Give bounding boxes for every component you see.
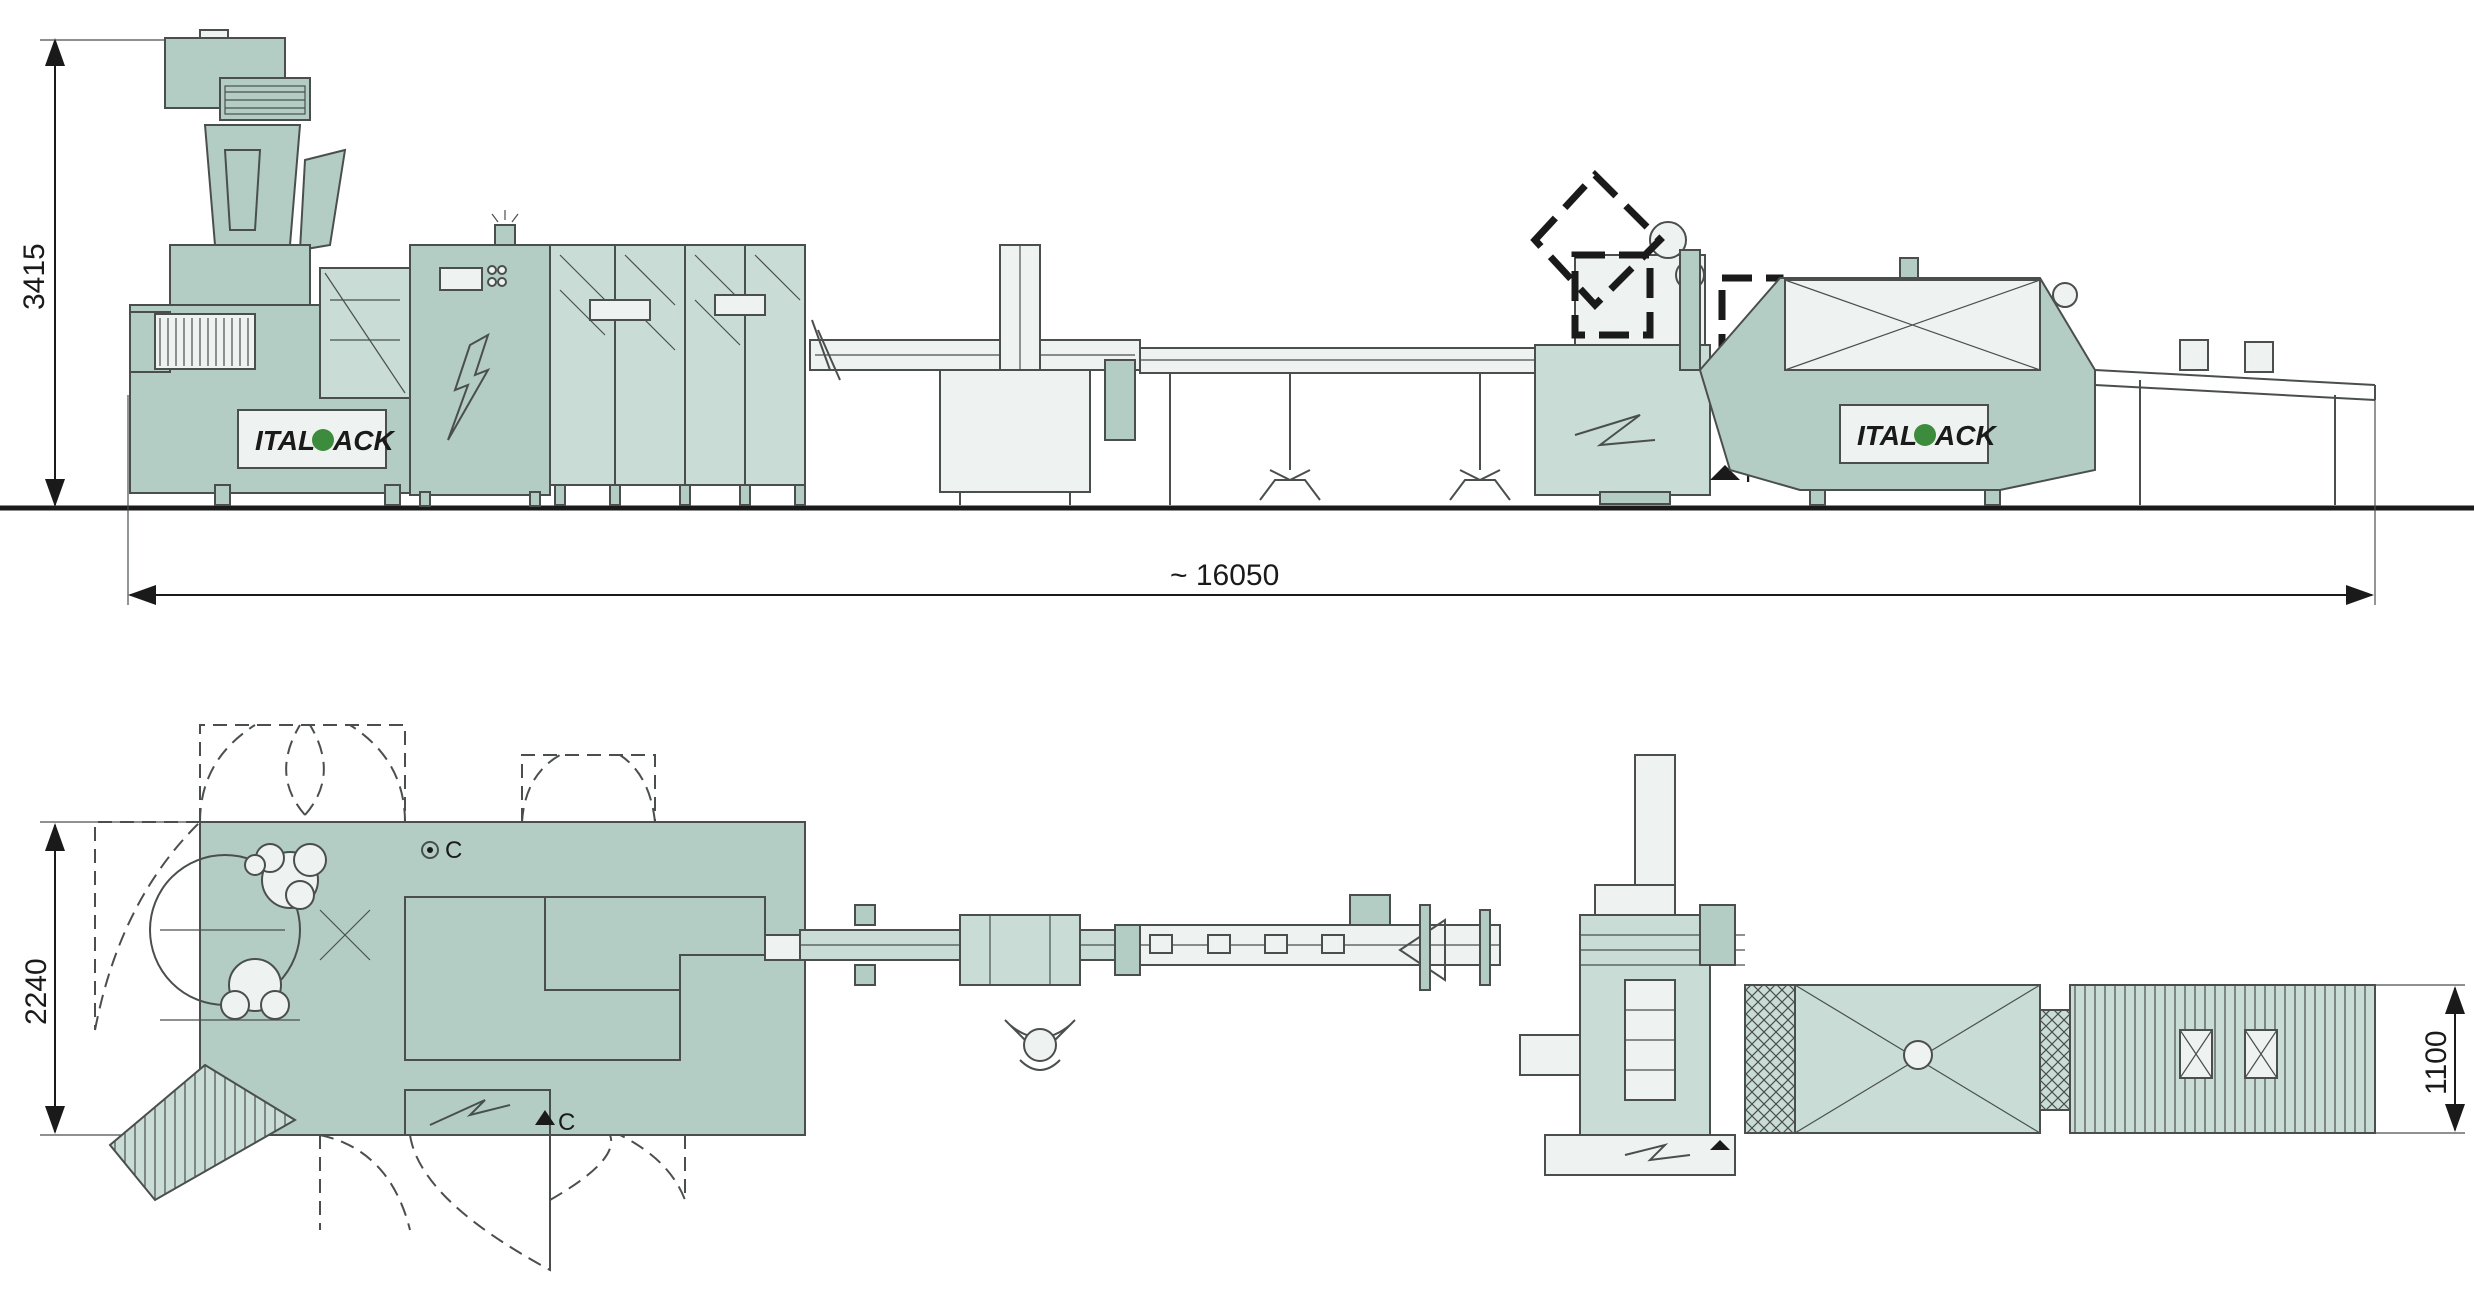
plan-width-label: 2240 (20, 958, 53, 1025)
plan-view: 2240 C C (20, 724, 2465, 1272)
outfeed-table (2052, 282, 2376, 505)
length-dimension: ~ 16050 (127, 395, 2376, 605)
control-cabinet (409, 210, 551, 507)
shrink-tunnel: ITAL ACK (1698, 257, 2096, 506)
side-elevation-view: 3415 IT (0, 29, 2474, 605)
height-dimension: 3415 (18, 38, 210, 507)
plan-case-packer (1519, 754, 1745, 1176)
door-swing-arcs (94, 724, 686, 1272)
svg-text:ACK: ACK (332, 425, 395, 456)
plan-vffs-weigher: C C (108, 821, 806, 1202)
plan-transfer-conveyor (1139, 894, 1501, 991)
vffs-machine: ITAL ACK (129, 267, 411, 506)
logo-left: ITAL ACK (237, 409, 395, 469)
transfer-conveyor (1139, 347, 1541, 505)
marker-c-top: C (445, 837, 462, 864)
guard-enclosure (549, 244, 806, 506)
outfeed-width-dimension: 1100 (2375, 984, 2465, 1134)
multihead-weigher (164, 29, 347, 486)
svg-text:ITAL: ITAL (255, 425, 315, 456)
plan-shrink-tunnel (1744, 984, 2071, 1134)
svg-text:ACK: ACK (1934, 420, 1997, 451)
marker-c-bottom: C (558, 1109, 575, 1136)
height-dimension-label: 3415 (18, 243, 51, 310)
svg-text:ITAL: ITAL (1857, 420, 1917, 451)
plan-infeed-conveyor (764, 904, 1141, 1071)
logo-right: ITAL ACK (1839, 404, 1997, 464)
plan-outfeed-table (2069, 984, 2376, 1134)
length-dimension-label: ~ 16050 (1170, 559, 1279, 592)
plan-width-dimension: 2240 (20, 821, 200, 1136)
infeed-conveyor (809, 244, 1141, 505)
outfeed-width-label: 1100 (2420, 1030, 2453, 1095)
